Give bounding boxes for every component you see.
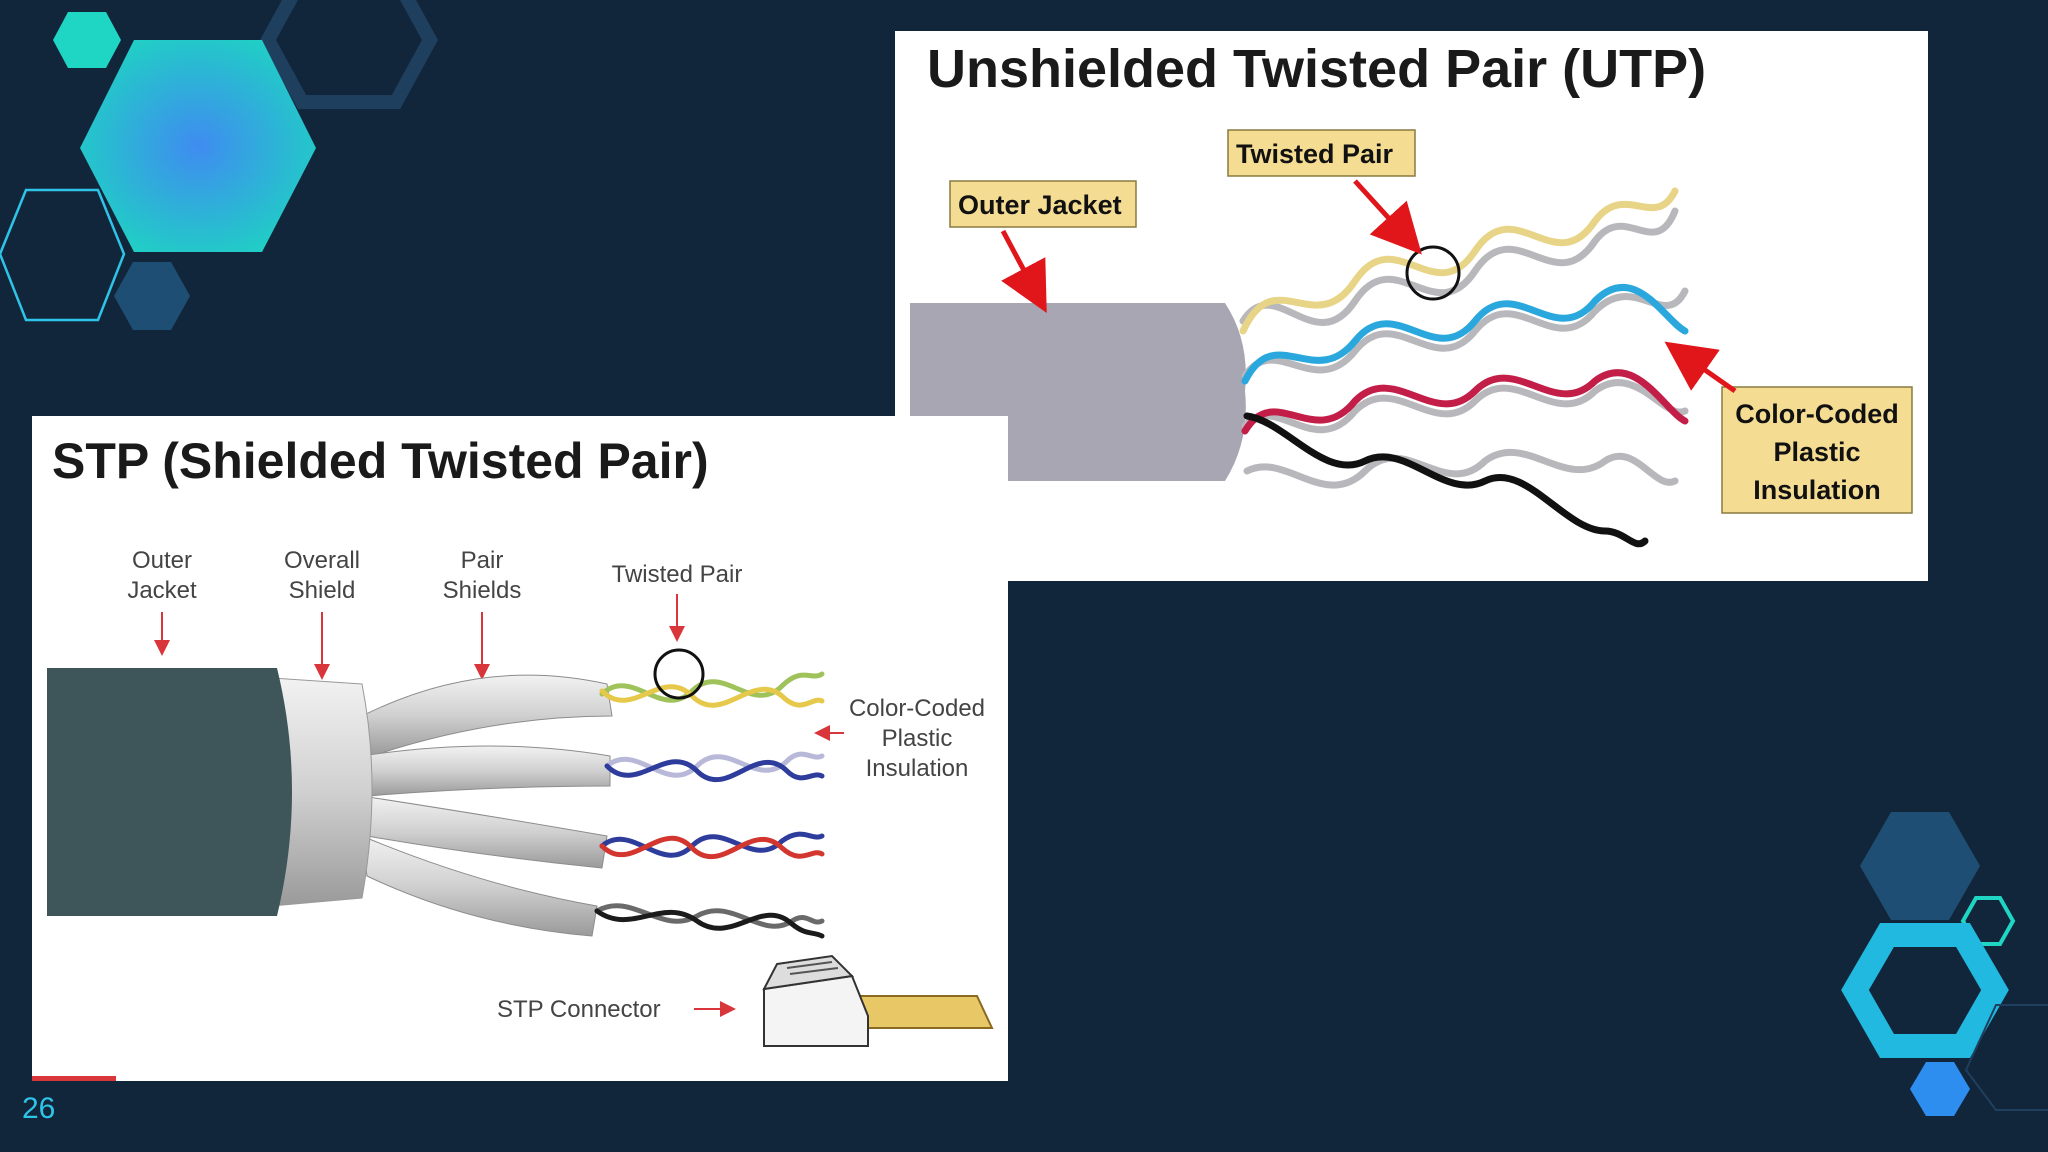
utp-wire-yellow bbox=[1239, 187, 1679, 335]
stp-label-outer-jacket-2: Jacket bbox=[127, 577, 197, 604]
stp-label-pair-shields-2: Shields bbox=[443, 577, 522, 604]
utp-label-outer-jacket: Outer Jacket bbox=[958, 190, 1122, 220]
utp-label-insulation-line2: Plastic bbox=[1773, 437, 1860, 467]
utp-label-box-twisted-pair bbox=[1227, 129, 1416, 177]
stp-label-twisted-pair: Twisted Pair bbox=[612, 561, 743, 588]
hexagon-outline-cyan bbox=[0, 188, 126, 322]
utp-twist-highlight-circle bbox=[1405, 245, 1461, 301]
utp-label-twisted-pair: Twisted Pair bbox=[1236, 139, 1394, 169]
hexagon-br-ring bbox=[1841, 923, 2009, 1058]
stp-twist-highlight-circle bbox=[653, 648, 705, 700]
hexagon-large-gradient bbox=[80, 40, 316, 252]
stp-label-overall-shield-2: Shield bbox=[289, 577, 356, 604]
stp-title: STP (Shielded Twisted Pair) bbox=[52, 433, 709, 489]
stp-label-pair-shields-1: Pair bbox=[461, 547, 504, 574]
stp-label-overall-shield-1: Overall bbox=[284, 547, 360, 574]
utp-wire-black bbox=[1243, 412, 1649, 548]
stp-label-connector: STP Connector bbox=[497, 996, 661, 1023]
hexagon-outline-dark bbox=[260, 0, 438, 109]
utp-arrow-twisted-pair bbox=[1353, 179, 1422, 255]
stp-diagram: STP (Shielded Twisted Pair) Outer Jacket… bbox=[32, 416, 1008, 1081]
hexagon-br-dark bbox=[1860, 812, 1980, 920]
stp-wire-yellow bbox=[599, 684, 825, 708]
utp-label-box-insulation bbox=[1721, 386, 1913, 514]
stp-label-outer-jacket-1: Outer bbox=[132, 547, 192, 574]
stp-wire-red bbox=[599, 835, 825, 860]
stp-overall-shield bbox=[271, 677, 373, 907]
utp-label-box-outer-jacket bbox=[949, 180, 1137, 228]
page-number: 26 bbox=[22, 1092, 56, 1125]
utp-wire-blue bbox=[1241, 283, 1689, 385]
hexagon-br-small-blue bbox=[1910, 1062, 1970, 1116]
utp-arrow-outer-jacket bbox=[1000, 229, 1047, 314]
utp-twisted-wires bbox=[1239, 187, 1689, 548]
utp-label-insulation-line1: Color-Coded bbox=[1735, 399, 1898, 429]
stp-red-corner-mark bbox=[32, 1076, 116, 1081]
utp-arrow-insulation bbox=[1664, 341, 1737, 394]
stp-label-insulation-line3: Insulation bbox=[866, 755, 969, 782]
stp-twisted-wires bbox=[594, 671, 825, 939]
stp-label-insulation-line1: Color-Coded bbox=[849, 695, 985, 722]
utp-title: Unshielded Twisted Pair (UTP) bbox=[927, 39, 1706, 99]
hexagon-small-dark bbox=[114, 262, 190, 330]
stp-label-insulation-line2: Plastic bbox=[882, 725, 953, 752]
utp-diagram: Unshielded Twisted Pair (UTP) Outer Jack… bbox=[895, 31, 1928, 581]
hexagon-br-outline-teal bbox=[1960, 896, 2016, 946]
stp-wire-black bbox=[594, 908, 825, 939]
utp-label-insulation-line3: Insulation bbox=[1753, 475, 1881, 505]
stp-connector-image bbox=[762, 954, 994, 1047]
stp-outer-jacket bbox=[47, 668, 292, 916]
stp-pair-shields bbox=[361, 674, 613, 937]
stp-wire-blue bbox=[604, 759, 825, 783]
hexagon-small-teal bbox=[53, 12, 121, 68]
utp-wire-red bbox=[1241, 369, 1689, 435]
hexagon-br-outline-thin bbox=[1964, 1004, 2048, 1111]
